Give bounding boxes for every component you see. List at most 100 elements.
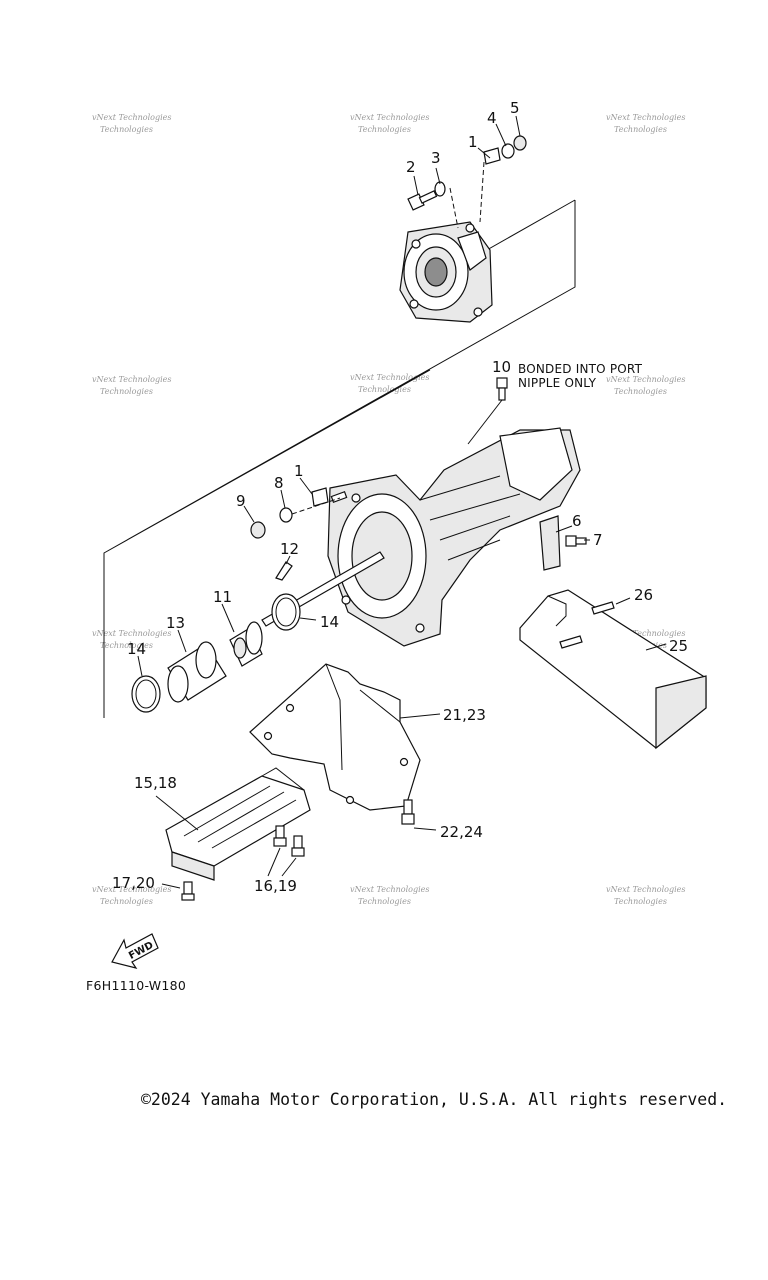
callout-14-lower: 14 — [127, 640, 146, 658]
svg-text:vNext Technologies: vNext Technologies — [350, 885, 429, 894]
leader-dashed-top — [449, 161, 485, 229]
leader-16-19 — [267, 847, 297, 877]
washer-8 — [279, 507, 293, 523]
leader-17-20 — [161, 883, 181, 889]
screws-16-19 — [273, 825, 305, 857]
leaders-6-7 — [555, 525, 590, 541]
svg-text:Technologies: Technologies — [614, 387, 667, 396]
svg-text:Technologies: Technologies — [100, 641, 153, 650]
svg-text:vNext Technologies: vNext Technologies — [606, 375, 685, 384]
fitting-10 — [496, 377, 508, 401]
screw-26-lower — [559, 635, 583, 649]
callout-3: 3 — [431, 149, 441, 167]
hose-clamp-14-lower — [131, 675, 161, 713]
svg-text:vNext Technologies: vNext Technologies — [606, 629, 685, 638]
callout-6: 6 — [572, 512, 582, 530]
svg-text:Technologies: Technologies — [614, 125, 667, 134]
svg-text:vNext Technologies: vNext Technologies — [606, 885, 685, 894]
callout-25: 25 — [669, 637, 688, 655]
svg-text:vNext Technologies: vNext Technologies — [92, 629, 171, 638]
svg-text:Technologies: Technologies — [358, 125, 411, 134]
callout-13: 13 — [166, 614, 185, 632]
bracket-21-23 — [249, 663, 421, 811]
callout-7: 7 — [593, 531, 603, 549]
leader-11 — [221, 603, 235, 633]
callout-9: 9 — [236, 492, 246, 510]
callout-11: 11 — [213, 588, 232, 606]
assembly-outline — [103, 199, 576, 718]
callout-22-24: 22,24 — [440, 823, 483, 841]
leader-13 — [177, 629, 187, 653]
svg-text:Technologies: Technologies — [100, 387, 153, 396]
leader-10 — [467, 399, 503, 445]
leaders-top — [413, 115, 521, 196]
callout-14-upper: 14 — [320, 613, 339, 631]
callout-2: 2 — [406, 158, 416, 176]
callout-1-top: 1 — [468, 133, 478, 151]
note-line-1: BONDED INTO PORT — [518, 362, 643, 376]
callout-8: 8 — [274, 474, 284, 492]
leader-14-upper — [299, 617, 317, 621]
svg-text:Technologies: Technologies — [100, 125, 153, 134]
leader-12 — [285, 555, 291, 565]
leader-14-lower — [137, 655, 143, 677]
hose-clamp-14-upper — [271, 593, 301, 631]
svg-text:Technologies: Technologies — [358, 385, 411, 394]
stud-bolt — [330, 491, 348, 503]
callout-5: 5 — [510, 99, 520, 117]
copyright-notice: ©2024 Yamaha Motor Corporation, U.S.A. A… — [141, 1090, 728, 1109]
callouts: 2 3 1 4 5 10 9 8 1 6 7 12 11 14 13 14 26… — [112, 99, 688, 895]
note-line-2: NIPPLE ONLY — [518, 376, 597, 390]
plate-6 — [539, 515, 561, 571]
screw-12 — [275, 561, 293, 581]
leader-22-24 — [413, 827, 437, 831]
callout-4: 4 — [487, 109, 497, 127]
bearing-housing — [399, 221, 493, 323]
lock-plate-1-top — [483, 147, 501, 165]
svg-text:vNext Technologies: vNext Technologies — [92, 375, 171, 384]
callout-16-19: 16,19 — [254, 877, 297, 895]
callout-1-mid: 1 — [294, 462, 304, 480]
svg-text:vNext Technologies: vNext Technologies — [350, 373, 429, 382]
svg-text:Technologies: Technologies — [358, 897, 411, 906]
bolt-22-24 — [401, 799, 415, 825]
coupling-11 — [229, 621, 263, 667]
nut-5 — [513, 135, 527, 151]
nut-9 — [250, 521, 266, 539]
jet-pump-housing — [327, 427, 581, 647]
leaders-mid — [243, 477, 313, 523]
callout-10: 10 — [492, 358, 511, 376]
callout-21-23: 21,23 — [443, 706, 486, 724]
leaders-25-26 — [615, 597, 667, 651]
callout-17-20: 17,20 — [112, 874, 155, 892]
svg-text:vNext Technologies: vNext Technologies — [92, 113, 171, 122]
svg-text:vNext Technologies: vNext Technologies — [350, 113, 429, 122]
ride-plate-25 — [519, 589, 707, 750]
svg-text:vNext Technologies: vNext Technologies — [92, 885, 171, 894]
leader-dashed-mid — [291, 497, 341, 515]
callout-12: 12 — [280, 540, 299, 558]
washer-3 — [434, 181, 446, 197]
callout-26: 26 — [634, 586, 653, 604]
washer-4 — [501, 143, 515, 159]
svg-text:Technologies: Technologies — [614, 897, 667, 906]
svg-text:Technologies: Technologies — [100, 897, 153, 906]
screw-17-20 — [181, 881, 195, 901]
hose-13 — [167, 641, 227, 703]
bolt-2 — [407, 190, 438, 211]
leader-15-18 — [155, 795, 199, 831]
intake-grate-15-18 — [165, 767, 311, 881]
fwd-arrow-icon: FWD — [111, 933, 159, 969]
bolt-7 — [565, 535, 587, 547]
